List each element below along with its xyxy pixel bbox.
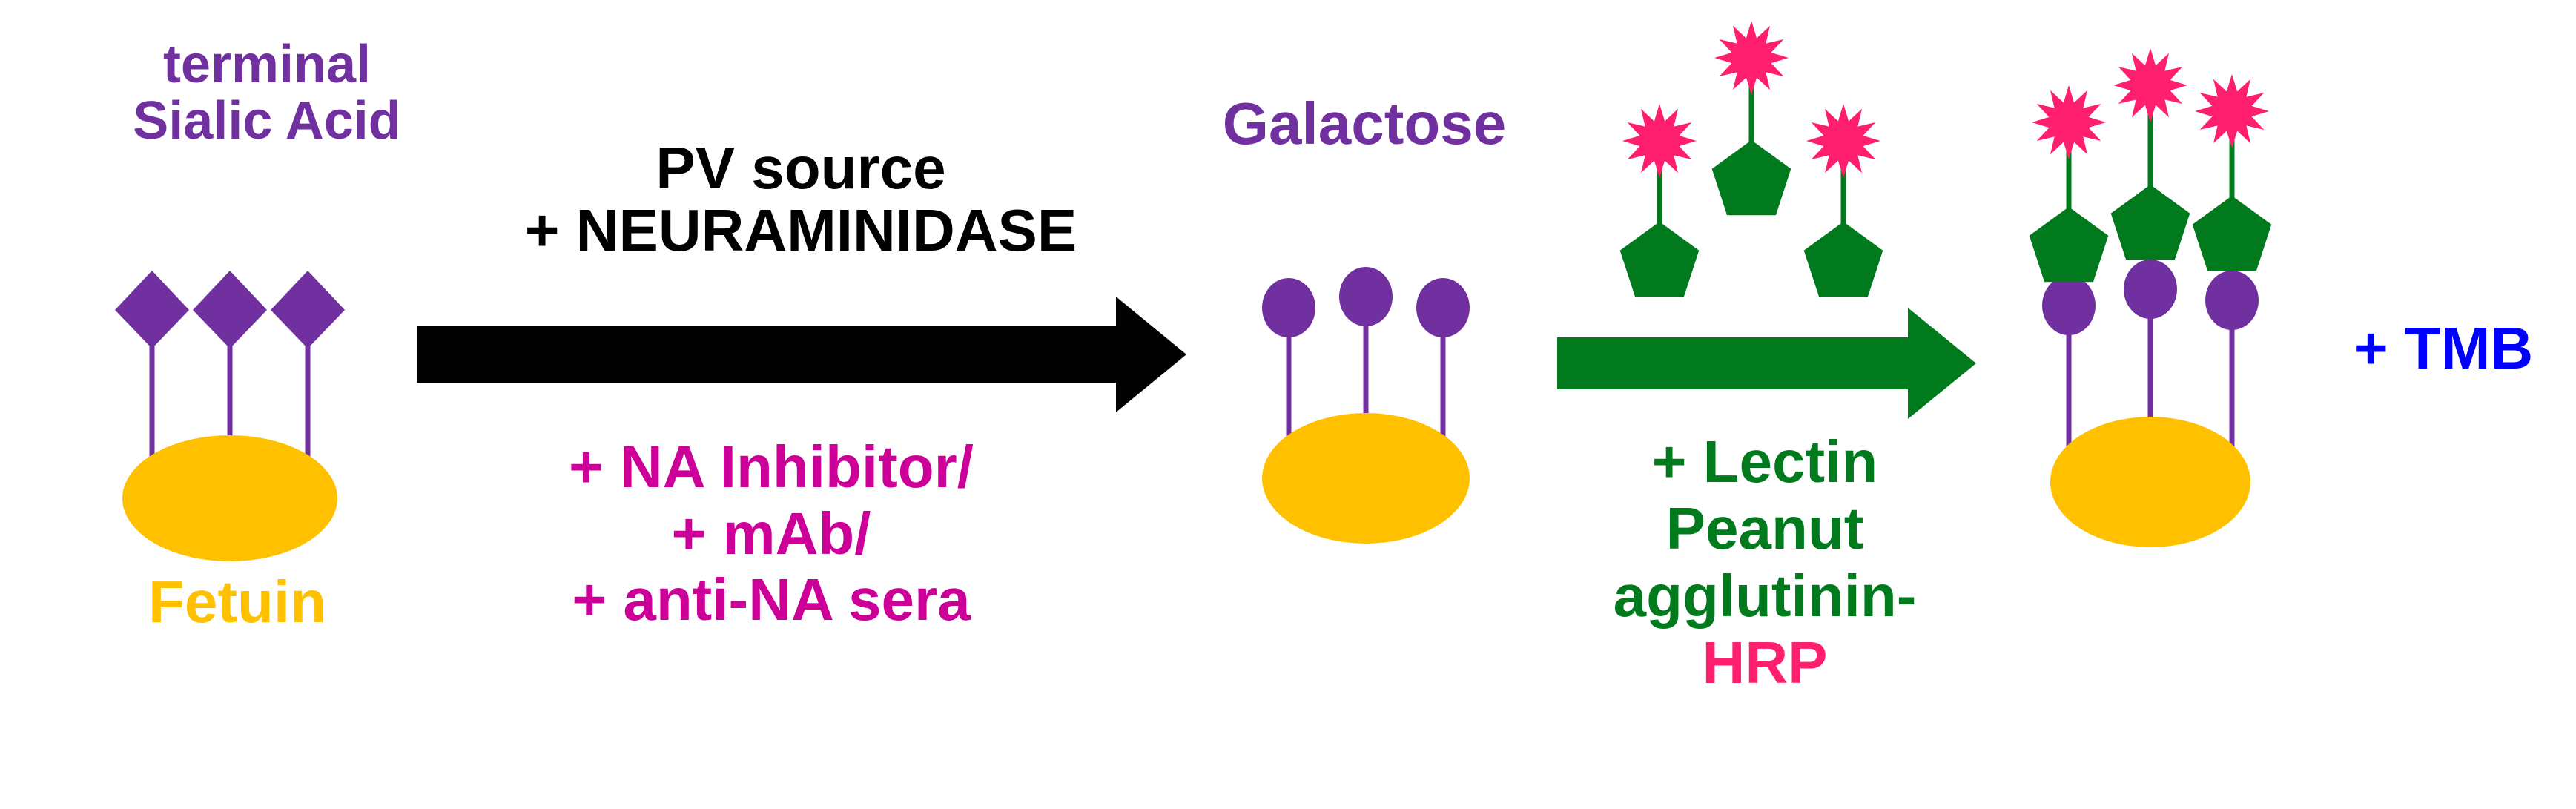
arrow1-bottom-line2: + mAb/ bbox=[671, 500, 871, 567]
galactose-circle-icon bbox=[1416, 278, 1470, 337]
galactose-circle-icon bbox=[2124, 260, 2177, 319]
arrow1-top-line2: + NEURAMINIDASE bbox=[524, 197, 1077, 263]
fetuin-bound-lectin-group bbox=[2029, 48, 2272, 547]
hrp-starburst-icon bbox=[2195, 74, 2269, 148]
free-lectin-hrp-group bbox=[1619, 21, 1883, 297]
lectin-pentagon-icon bbox=[2110, 185, 2190, 260]
arrow1-bottom-line3: + anti-NA sera bbox=[572, 567, 971, 633]
arrow2-label: + Lectin Peanut agglutinin- HRP bbox=[1520, 429, 2009, 697]
hrp-starburst-icon bbox=[1714, 21, 1789, 95]
lectin-pentagon-icon bbox=[1803, 222, 1883, 297]
lectin-arrow bbox=[1557, 308, 1976, 419]
sialic-acid-title-line1: terminal bbox=[162, 35, 371, 94]
hrp-starburst-icon bbox=[2032, 85, 2106, 159]
hrp-starburst-icon bbox=[2113, 48, 2187, 122]
galactose-circle-icon bbox=[2042, 276, 2096, 335]
tmb-label: + TMB bbox=[2353, 315, 2534, 381]
galactose-label: Galactose bbox=[1222, 90, 1507, 156]
hrp-starburst-icon bbox=[1622, 104, 1697, 178]
fetuin-ellipse-icon bbox=[1262, 413, 1470, 544]
sialic-acid-diamond-icon bbox=[115, 271, 189, 349]
sialic-acid-diamond-icon bbox=[271, 271, 345, 349]
hrp-starburst-icon bbox=[1806, 104, 1880, 178]
lectin-pentagon-icon bbox=[2029, 207, 2109, 283]
fetuin-ellipse-icon bbox=[2050, 417, 2250, 547]
fetuin-galactose-group bbox=[1262, 267, 1470, 544]
arrow1-bottom-label: + NA Inhibitor/ + mAb/ + anti-NA sera bbox=[445, 434, 1097, 633]
neuraminidase-arrow bbox=[417, 297, 1186, 412]
lectin-pentagon-icon bbox=[1711, 140, 1791, 216]
galactose-circle-icon bbox=[2205, 271, 2259, 330]
lectin-pentagon-icon bbox=[1619, 222, 1700, 297]
galactose-circle-icon bbox=[1339, 267, 1393, 326]
arrow1-top-label: PV source + NEURAMINIDASE bbox=[400, 137, 1201, 262]
sialic-acid-title: terminal Sialic Acid bbox=[111, 35, 423, 151]
fetuin-sialic-acid-group bbox=[115, 271, 345, 561]
lectin-pentagon-icon bbox=[2192, 196, 2272, 271]
fetuin-label: Fetuin bbox=[148, 569, 326, 635]
arrow2-line4: HRP bbox=[1702, 630, 1828, 696]
arrow2-line1: + Lectin bbox=[1651, 429, 1878, 495]
sialic-acid-diamond-icon bbox=[193, 271, 267, 349]
arrow1-top-line1: PV source bbox=[655, 135, 946, 201]
galactose-circle-icon bbox=[1262, 278, 1315, 337]
arrow2-line2: Peanut bbox=[1665, 495, 1864, 562]
arrow1-bottom-line1: + NA Inhibitor/ bbox=[569, 434, 974, 500]
sialic-acid-title-line2: Sialic Acid bbox=[133, 90, 401, 151]
fetuin-ellipse-icon bbox=[122, 435, 337, 561]
arrow2-line3: agglutinin- bbox=[1613, 562, 1917, 629]
